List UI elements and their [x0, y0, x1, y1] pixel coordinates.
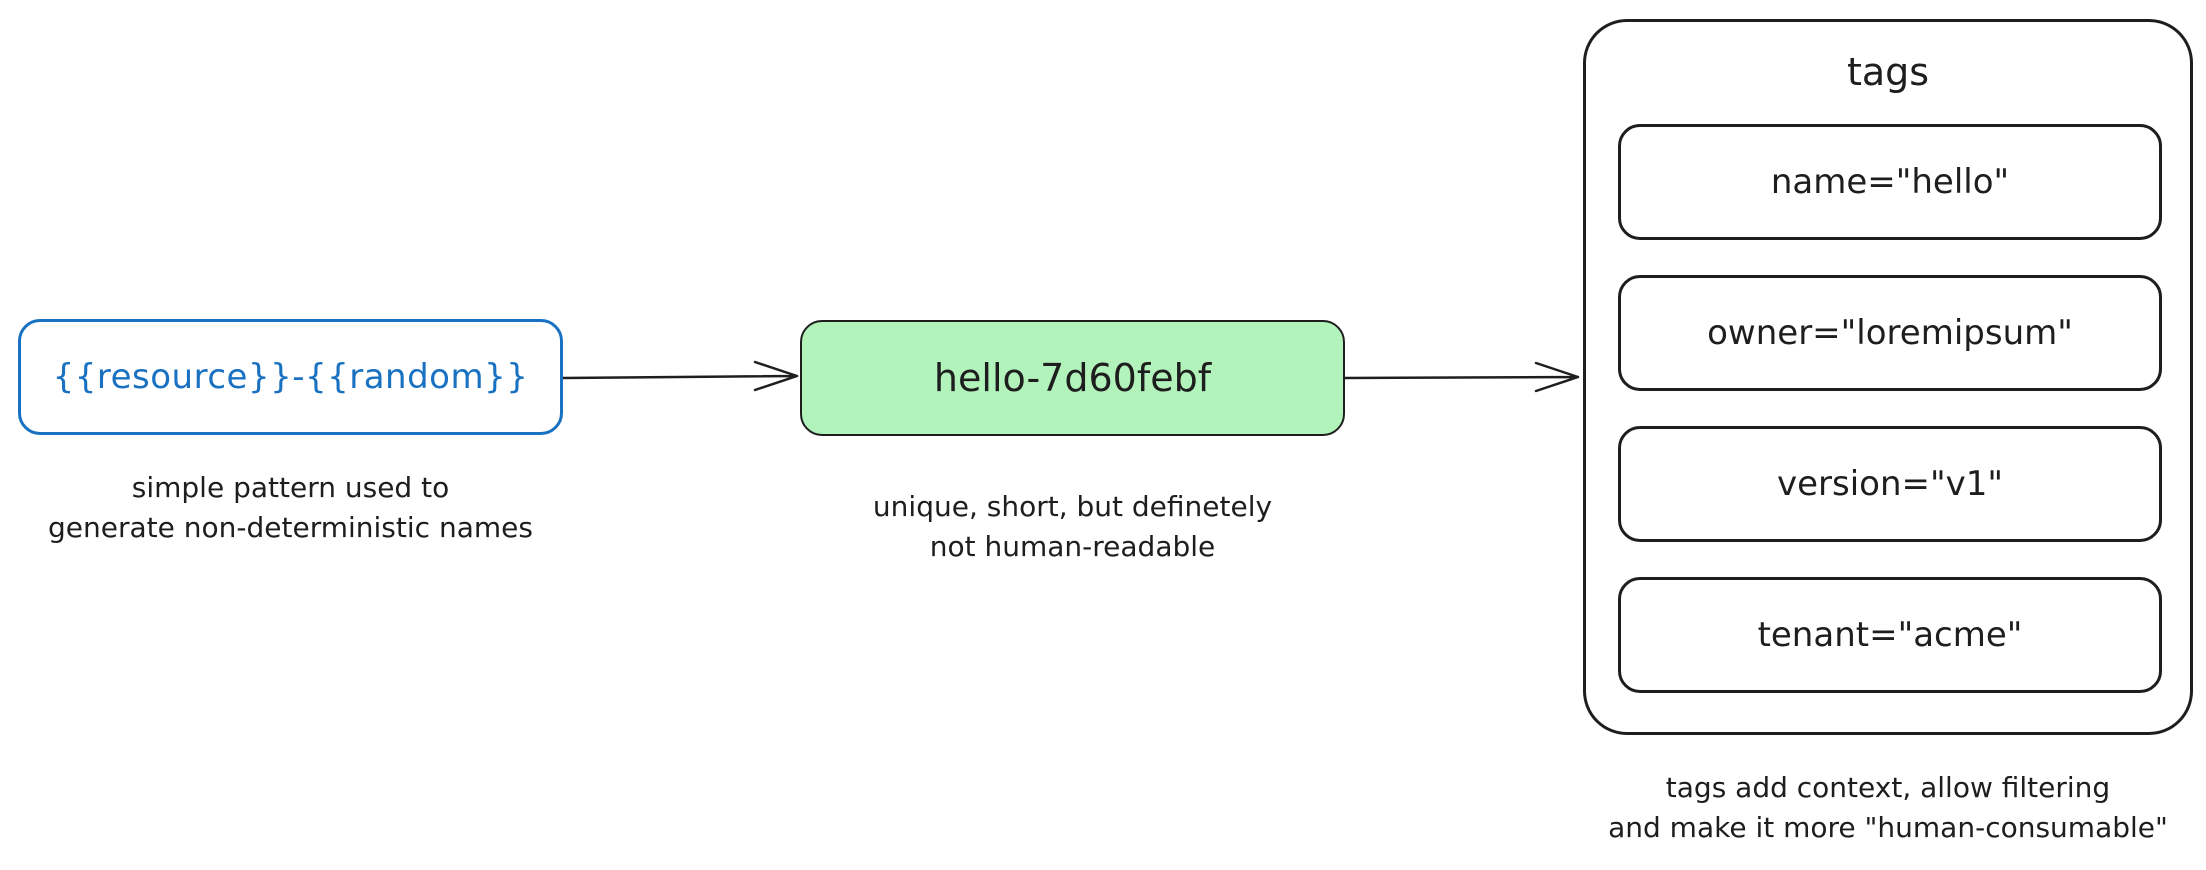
generated-name-node: hello-7d60febf: [800, 320, 1345, 436]
tag-item: name="hello": [1618, 124, 2162, 240]
tag-label: tenant="acme": [1757, 615, 2023, 655]
tag-item: version="v1": [1618, 426, 2162, 542]
pattern-caption: simple pattern used to generate non-dete…: [48, 471, 533, 544]
generated-name-caption: unique, short, but definetely not human-…: [872, 490, 1273, 563]
tag-item: owner="loremipsum": [1618, 275, 2162, 391]
tag-item: tenant="acme": [1618, 577, 2162, 693]
arrow-name-to-tags: [1343, 361, 1580, 393]
pattern-label: {{resource}}-{{random}}: [52, 357, 529, 397]
tag-label: owner="loremipsum": [1707, 313, 2073, 353]
tags-group: tags name="hello" owner="loremipsum" ver…: [1583, 19, 2193, 735]
pattern-node: {{resource}}-{{random}}: [18, 319, 563, 435]
tags-title: tags: [1846, 50, 1930, 94]
arrow-pattern-to-name: [561, 360, 799, 392]
tags-caption: tags add context, allow filtering and ma…: [1608, 771, 2168, 844]
generated-name-label: hello-7d60febf: [933, 356, 1212, 400]
tag-label: version="v1": [1776, 464, 2004, 504]
tag-label: name="hello": [1770, 162, 2010, 202]
